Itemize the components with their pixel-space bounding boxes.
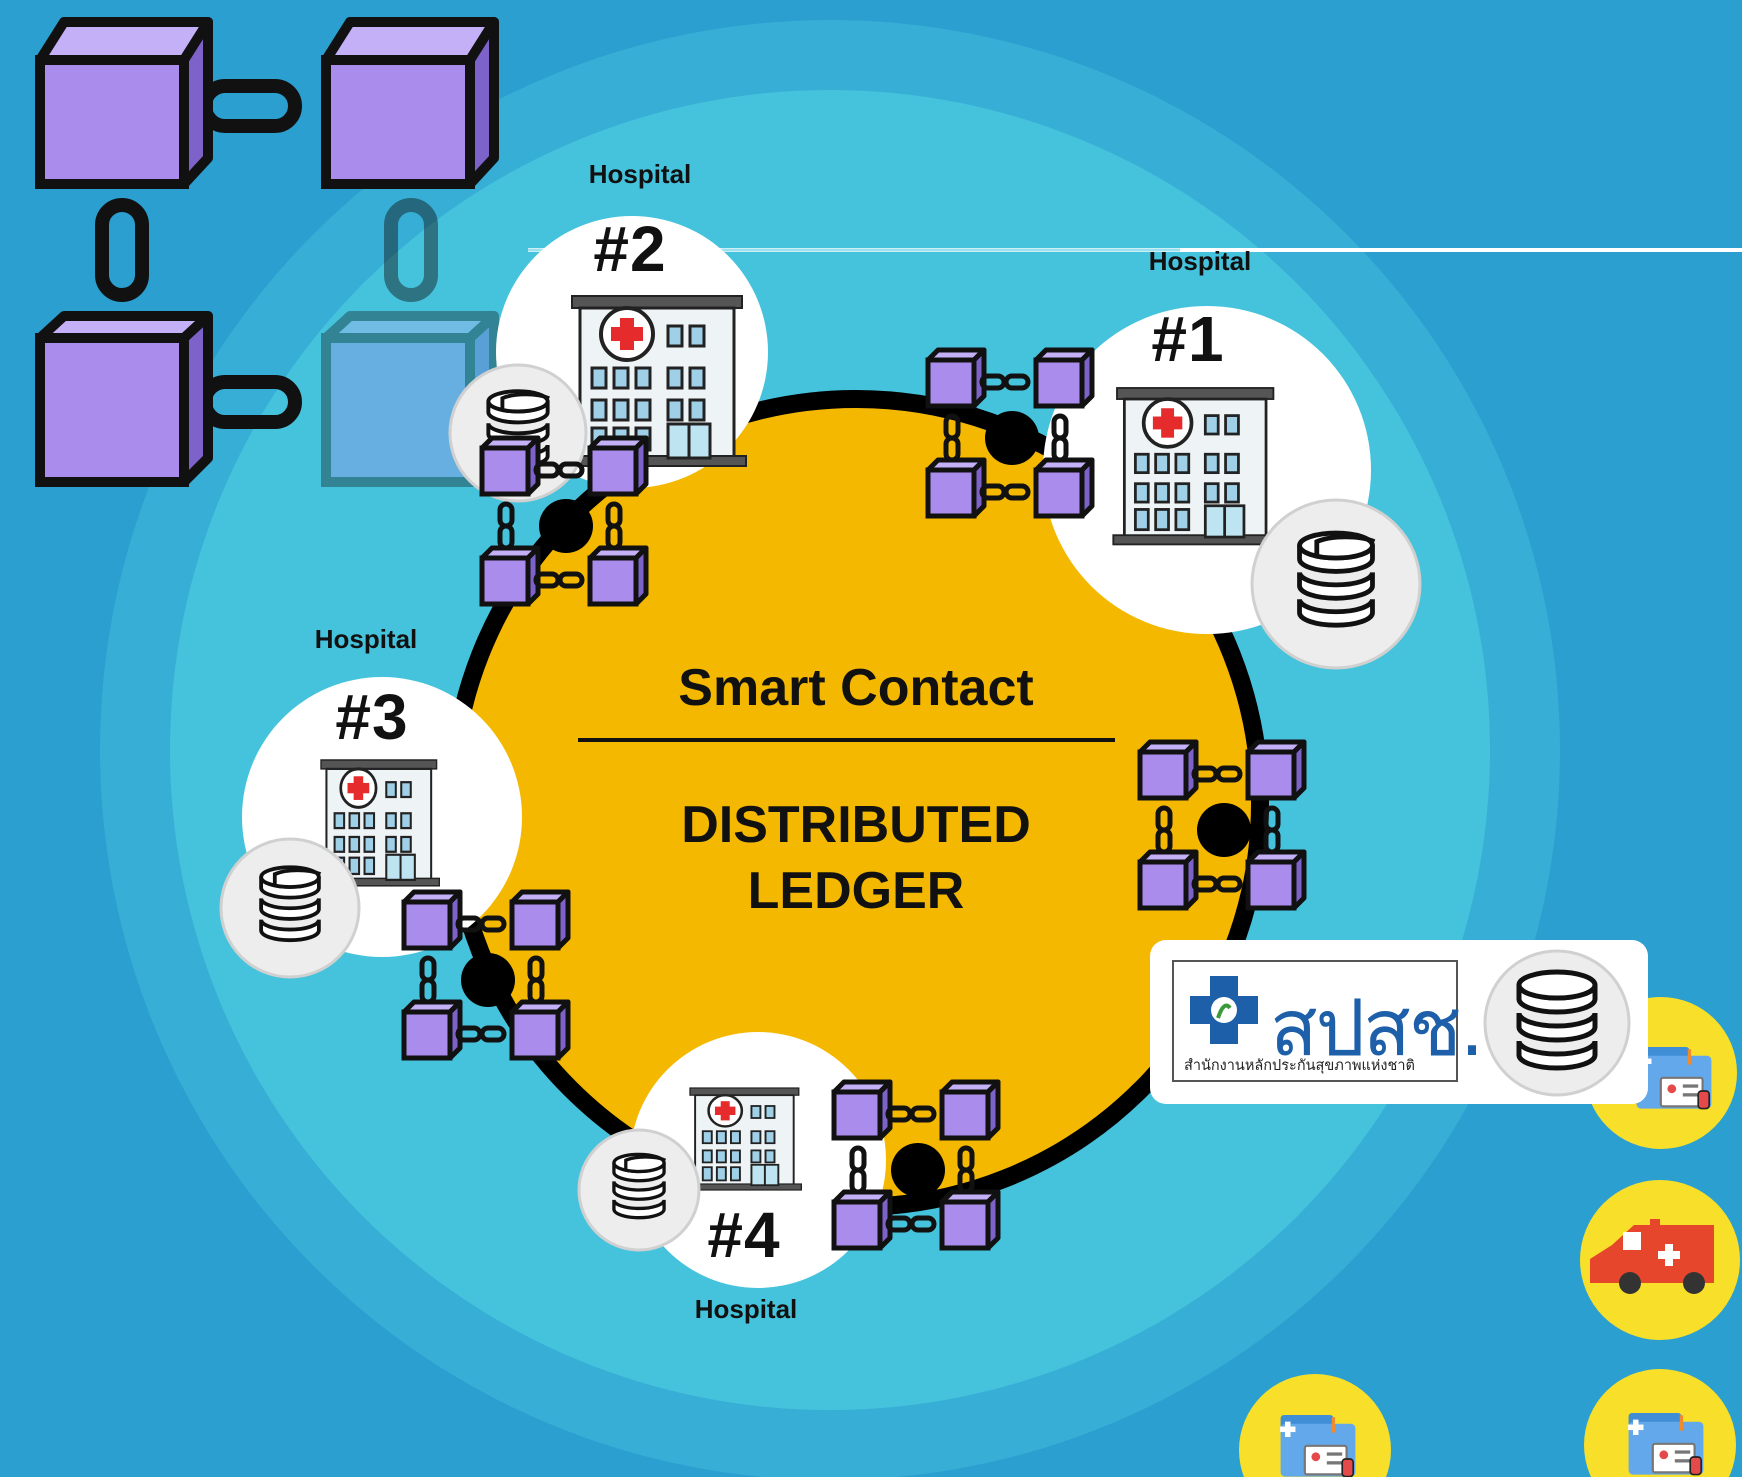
nhso-card: สปสช. สำนักงานหลักประกันสุขภาพแห่งชาติ <box>1150 940 1648 1104</box>
database-icon <box>1483 949 1631 1097</box>
hospital-4-label: Hospital <box>694 1294 798 1324</box>
hospital-1-label: Hospital <box>1148 246 1252 276</box>
hospital-2-number: #2 <box>593 213 667 285</box>
hospital-4-number: #4 <box>707 1199 781 1271</box>
medical-folder-icon <box>1278 1413 1358 1477</box>
medical-folder-icon <box>1626 1411 1706 1477</box>
nhso-cross-icon <box>1190 976 1258 1044</box>
hospital-3-label: Hospital <box>314 624 418 654</box>
distributed-ledger-label: DISTRIBUTED LEDGER <box>681 792 1031 924</box>
ledger-line-2: LEDGER <box>747 862 965 920</box>
hospital-3-number: #3 <box>335 681 409 753</box>
nhso-logo: สปสช. สำนักงานหลักประกันสุขภาพแห่งชาติ <box>1172 960 1484 1082</box>
nhso-short-name: สปสช. <box>1270 984 1484 1074</box>
ledger-line-1: DISTRIBUTED <box>681 796 1031 854</box>
hospital-building-icon <box>1111 386 1279 547</box>
hospital-2-label: Hospital <box>588 159 692 189</box>
hospital-building-icon <box>686 1086 803 1192</box>
hospital-1-number: #1 <box>1151 303 1225 375</box>
ambulance-icon <box>1590 1219 1714 1294</box>
blockchain-icon <box>35 17 499 487</box>
smart-contact-title: Smart Contact <box>678 659 1034 717</box>
nhso-full-name: สำนักงานหลักประกันสุขภาพแห่งชาติ <box>1184 1058 1415 1074</box>
